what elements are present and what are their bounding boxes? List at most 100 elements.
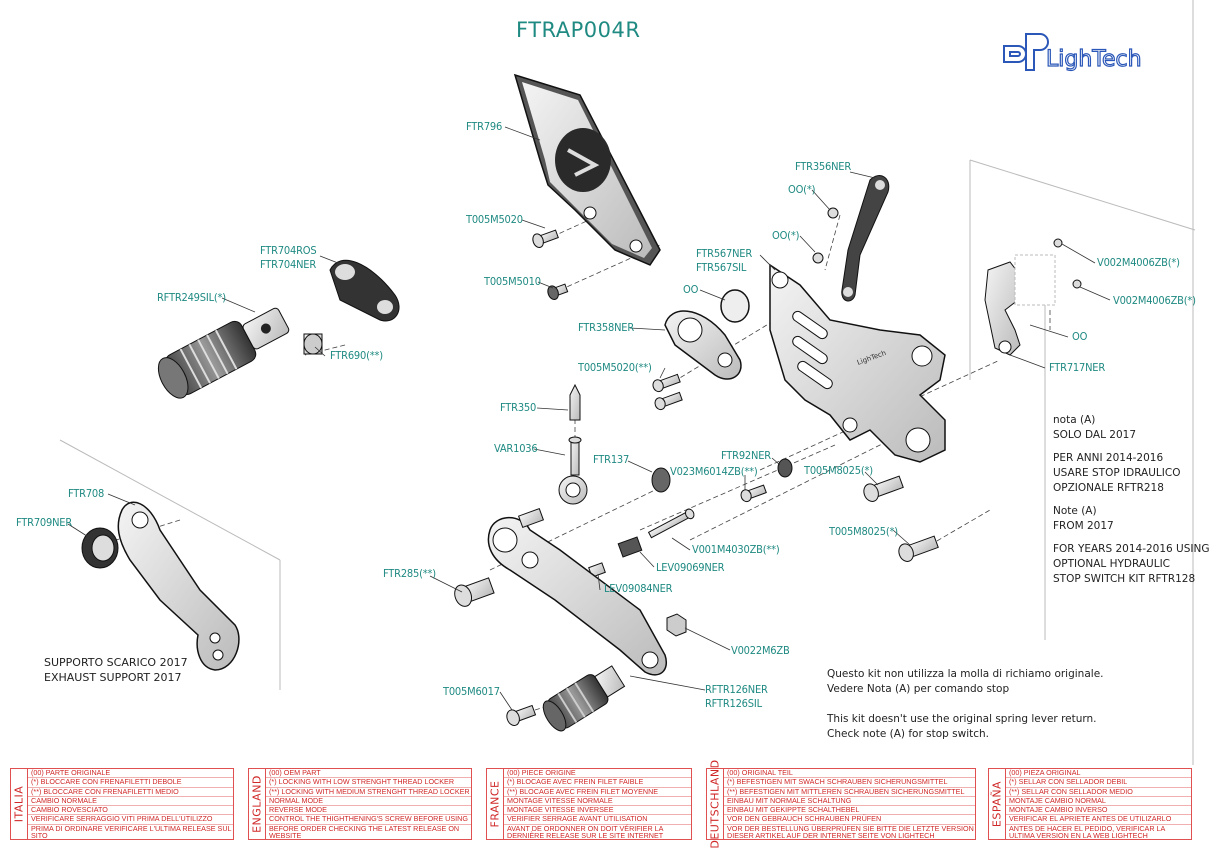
lightech-logo: LighTech <box>1003 33 1142 73</box>
legend-lang: DEUTSCHLAND <box>708 759 722 849</box>
bracket-ftr358ner <box>664 310 742 380</box>
callout-v023m6014zb: V023M6014ZB(**) <box>670 465 758 478</box>
callout-ftr704ros: FTR704ROS <box>260 244 317 257</box>
shift-lever <box>487 507 667 676</box>
toe-peg-rftr126 <box>542 665 626 732</box>
legend-row: (*) BLOCCARE CON FRENAFILETTI DEBOLE <box>28 778 233 788</box>
callout-ftr350: FTR350 <box>500 401 537 414</box>
callout-ftr796: FTR796 <box>466 120 503 133</box>
ring-ftr709ner <box>81 527 119 569</box>
side-note-line: SOLO DAL 2017 <box>1053 429 1137 441</box>
heel-guard-ftr796 <box>513 73 661 266</box>
legend-row: VERIFIER SERRAGE AVANT UTILISATION <box>504 815 691 825</box>
kit-note-line: This kit doesn't use the original spring… <box>827 713 1097 725</box>
rod-end-ftr350 <box>569 383 581 421</box>
side-note-line: USARE STOP IDRAULICO <box>1053 467 1181 479</box>
oem-ring <box>720 289 750 323</box>
callout-t005m5020: T005M5020 <box>466 213 523 226</box>
legend-row: (00) PARTE ORIGINALE <box>28 768 233 779</box>
callout-t005m8025-b: T005M8025(*) <box>829 525 898 538</box>
legend-england: ENGLAND (00) OEM PART (*) LOCKING WITH L… <box>248 768 472 840</box>
oem-screw-b <box>812 252 824 264</box>
callout-ftr92ner: FTR92NER <box>721 449 771 462</box>
exhaust-note-en: EXHAUST SUPPORT 2017 <box>44 671 182 684</box>
legend-row: (**) BLOCAGE AVEC FREIN FILET MOYENNE <box>504 787 691 797</box>
screw-t005m8025-b <box>898 535 939 562</box>
legend-row: VOR DER BESTELLUNG ÜBERPRÜFEN SIE BITTE … <box>727 823 974 841</box>
screw-t005m6017 <box>506 704 537 726</box>
screw-t005m8025-a <box>863 475 904 502</box>
callout-ftr567ner: FTR567NER <box>696 247 753 260</box>
legend-lang: ENGLAND <box>250 775 264 833</box>
legend-row: VOR DEN GEBRAUCH SCHRAUBEN PRÜFEN <box>724 815 975 825</box>
callout-rftr249sil: RFTR249SIL(*) <box>157 291 226 304</box>
side-note-line: nota (A) <box>1053 414 1096 426</box>
side-note-line: STOP SWITCH KIT RFTR128 <box>1053 573 1196 585</box>
screw-t005m5010 <box>547 283 569 300</box>
legend-row: NORMAL MODE <box>266 796 471 807</box>
legend-row: MONTAJE CAMBIO INVERSO <box>1006 806 1191 816</box>
legend-lang: ESPAÑA <box>990 780 1004 828</box>
legend-row: (*) SELLAR CON SELLADOR DEBIL <box>1006 778 1191 788</box>
legend-row: (**) BLOCCARE CON FRENAFILETTI MEDIO <box>28 787 233 797</box>
legend-row: VERIFICARE SERRAGGIO VITI PRIMA DELL'UTI… <box>28 815 233 825</box>
bracket-ftr356ner <box>841 175 890 302</box>
legend-row: CAMBIO ROVESCIATO <box>28 806 233 816</box>
kit-note: Questo kit non utilizza la molla di rich… <box>827 667 1104 742</box>
washer-ftr137 <box>651 467 671 493</box>
legend-italia: ITALIA (00) PARTE ORIGINALE (*) BLOCCARE… <box>10 768 234 840</box>
kit-note-line: Check note (A) for stop switch. <box>827 728 989 740</box>
main-plate-ftr567: LighTech <box>769 263 946 463</box>
side-note-line: OPTIONAL HYDRAULIC <box>1053 558 1171 570</box>
callout-v002m4006zb-b: V002M4006ZB(*) <box>1113 294 1196 307</box>
callout-ftr285: FTR285(**) <box>383 567 436 580</box>
side-note-line: FOR YEARS 2014-2016 USING <box>1053 543 1209 555</box>
callout-ftr137: FTR137 <box>593 453 630 466</box>
callout-t005m5020-b: T005M5020(**) <box>578 361 652 374</box>
legend-row: BEFORE ORDER CHECKING THE LATEST RELEASE… <box>269 823 460 841</box>
legend-row: (00) ORIGINAL TEIL <box>724 768 975 779</box>
screw-t005m5020-c <box>654 391 683 411</box>
legend-row: MONTAGE VITESSE NORMALE <box>504 796 691 807</box>
legend-row: (*) BEFESTIGEN MIT SWACH SCHRAUBEN SICHE… <box>724 778 975 788</box>
side-note-line: Note (A) <box>1053 505 1097 517</box>
legend-row: (**) BEFESTIGEN MIT MITTLEREN SCHRAUBEN … <box>724 787 975 797</box>
spacer-lev09069ner <box>617 536 643 558</box>
kit-note-line: Vedere Nota (A) per comando stop <box>827 683 1010 695</box>
side-note-line: PER ANNI 2014-2016 <box>1053 452 1164 464</box>
legend-row: CONTROL THE THIGHTHENING'S SCREW BEFORE … <box>266 815 471 825</box>
callout-t005m5010: T005M5010 <box>484 275 541 288</box>
legend-row: (00) PIEZA ORIGINAL <box>1006 768 1191 779</box>
callout-v001m4030zb: V001M4030ZB(**) <box>692 543 780 556</box>
legend-row: (*) LOCKING WITH LOW STRENGHT THREAD LOC… <box>266 778 471 788</box>
pivot-plate-ftr704 <box>329 259 400 322</box>
legend-row: (*) BLOCAGE AVEC FREIN FILET FAIBLE <box>504 778 691 788</box>
legend-row: MONTAJE CAMBIO NORMAL <box>1006 796 1191 807</box>
callout-ftr704ner: FTR704NER <box>260 258 317 271</box>
linkage-var1036 <box>558 436 588 505</box>
callout-ftr708: FTR708 <box>68 487 105 500</box>
legend-row: (00) OEM PART <box>266 768 471 779</box>
callout-t005m8025-a: T005M8025(*) <box>804 464 873 477</box>
callout-oo-ring: OO <box>683 283 699 296</box>
callout-ftr709ner: FTR709NER <box>16 516 73 529</box>
legend-row: (**) LOCKING WITH MEDIUM STRENGHT THREAD… <box>266 787 471 797</box>
legend-row: EINBAU MIT GEKIPPTE SCHALTHEBEL <box>724 806 975 816</box>
legend-lang: ITALIA <box>12 785 26 823</box>
callout-ftr356ner: FTR356NER <box>795 160 852 173</box>
legend-espana: ESPAÑA (00) PIEZA ORIGINAL (*) SELLAR CO… <box>988 768 1192 840</box>
legend-france: FRANCE (00) PIECE ORIGINE (*) BLOCAGE AV… <box>486 768 692 840</box>
legend-row: ANTES DE HACER EL PEDIDO, VERIFICAR LA U… <box>1009 823 1165 841</box>
legend-row: (**) SELLAR CON SELLADOR MEDIO <box>1006 787 1191 797</box>
spacer-ftr92ner <box>777 458 793 478</box>
legend-row: MONTAGE VITESSE INVERSEE <box>504 806 691 816</box>
screw-ftr285 <box>454 577 495 607</box>
callout-v0022m6zb: V0022M6ZB <box>731 644 790 657</box>
callout-t005m6017: T005M6017 <box>443 685 500 698</box>
exhaust-support-ftr708 <box>117 501 240 671</box>
exhaust-note: SUPPORTO SCARICO 2017 EXHAUST SUPPORT 20… <box>44 655 188 685</box>
legend-row: REVERSE MODE <box>266 806 471 816</box>
callout-ftr567sil: FTR567SIL <box>696 261 747 274</box>
screw-v001m4030zb <box>647 508 695 539</box>
